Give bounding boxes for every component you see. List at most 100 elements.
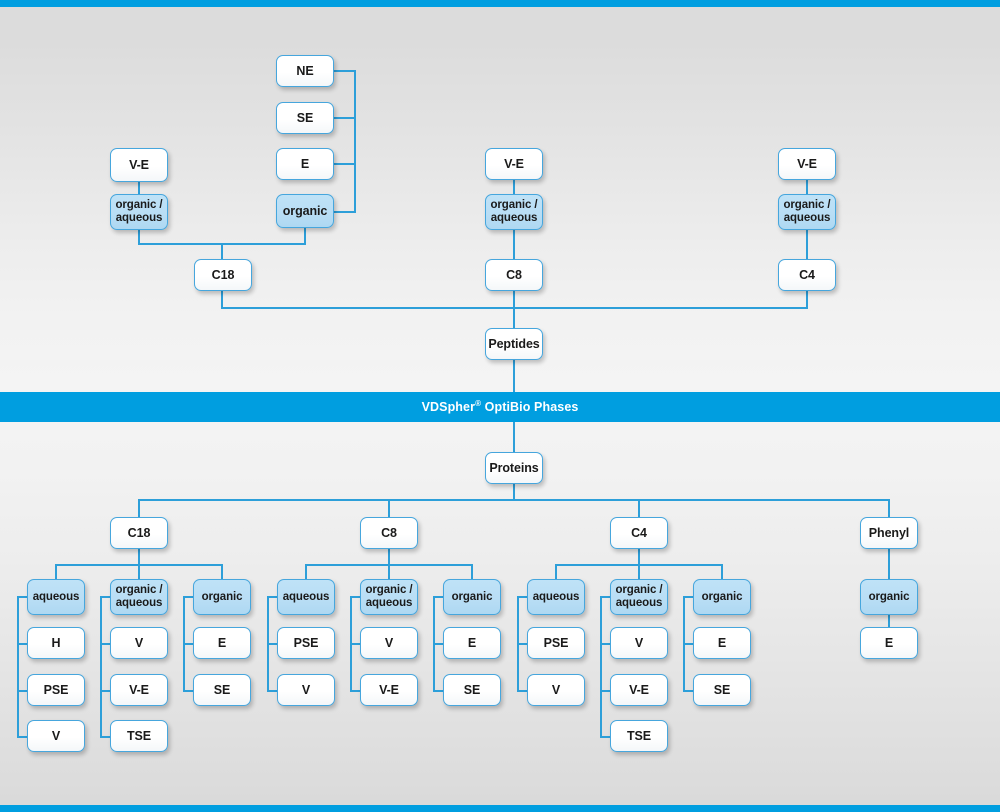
c4-o-stub-0 — [683, 596, 694, 598]
proteins-c4-organic-leaf-se[interactable]: SE — [693, 674, 751, 706]
proteins-chain-c18[interactable]: C18 — [110, 517, 168, 549]
c4-oa-stub-2 — [600, 690, 611, 692]
peptides-chain-c4[interactable]: C4 — [778, 259, 836, 291]
mode-label-line1: organic / — [783, 199, 831, 212]
proteins-c4-organicaq-leaf-tse[interactable]: TSE — [610, 720, 668, 752]
c18-oa-bus — [100, 596, 102, 737]
top-accent-bar — [0, 0, 1000, 7]
registered-mark: ® — [475, 398, 482, 408]
drop-c8-to-bus — [513, 291, 515, 308]
proteins-c18-mode-organic[interactable]: organic — [193, 579, 251, 615]
peptides-chain-c8[interactable]: C8 — [485, 259, 543, 291]
mode-label-line2: aqueous — [365, 597, 413, 609]
peptides-c8-organic-aqueous[interactable]: organic / aqueous — [485, 194, 543, 230]
c18-aq-stub-3 — [17, 736, 28, 738]
proteins-c18-aqueous-leaf-pse[interactable]: PSE — [27, 674, 85, 706]
proteins-c8-mode-aqueous[interactable]: aqueous — [277, 579, 335, 615]
c4-to-organicaq — [638, 564, 640, 580]
peptides-c18-aq-top-ve[interactable]: V-E — [110, 148, 168, 182]
proteins-c18-organic-leaf-se[interactable]: SE — [193, 674, 251, 706]
proteins-c18-mode-organic-aqueous[interactable]: organic / aqueous — [110, 579, 168, 615]
phenyl-to-organic — [888, 549, 890, 579]
proteins-c18-aqueous-leaf-v[interactable]: V — [27, 720, 85, 752]
c18-down — [138, 549, 140, 565]
peptides-c18-organic-leaf-se[interactable]: SE — [276, 102, 334, 134]
peptides-c4-top-ve[interactable]: V-E — [778, 148, 836, 180]
proteins-phenyl-organic-leaf-e[interactable]: E — [860, 627, 918, 659]
proteins-root[interactable]: Proteins — [485, 452, 543, 484]
peptides-root[interactable]: Peptides — [485, 328, 543, 360]
c8-oa-stub-1 — [350, 643, 361, 645]
proteins-c8-organicaq-leaf-ve[interactable]: V-E — [360, 674, 418, 706]
drop-to-c8 — [388, 499, 390, 518]
proteins-c4-aqueous-leaf-v[interactable]: V — [527, 674, 585, 706]
c8-down — [388, 549, 390, 565]
peptides-c18-organic-leaf-e[interactable]: E — [276, 148, 334, 180]
proteins-c18-organicaq-leaf-tse[interactable]: TSE — [110, 720, 168, 752]
proteins-c8-mode-organic[interactable]: organic — [443, 579, 501, 615]
connector-organicaq-down-c18 — [138, 230, 140, 244]
peptides-c18-organic[interactable]: organic — [276, 194, 334, 228]
connector-banner-to-proteins — [513, 422, 515, 452]
mode-label-line1: organic / — [615, 584, 663, 597]
proteins-phenyl-mode-organic[interactable]: organic — [860, 579, 918, 615]
c18-to-organic — [221, 564, 223, 580]
connector-join-to-c18 — [221, 243, 223, 259]
proteins-chain-phenyl[interactable]: Phenyl — [860, 517, 918, 549]
proteins-c4-organicaq-leaf-ve[interactable]: V-E — [610, 674, 668, 706]
proteins-c8-aqueous-leaf-v[interactable]: V — [277, 674, 335, 706]
c18-aq-stub-1 — [17, 643, 28, 645]
proteins-c8-organic-leaf-se[interactable]: SE — [443, 674, 501, 706]
proteins-chain-c8[interactable]: C8 — [360, 517, 418, 549]
c4-aq-stub-1 — [517, 643, 528, 645]
drop-c18-to-bus — [221, 291, 223, 308]
proteins-c4-organic-leaf-e[interactable]: E — [693, 627, 751, 659]
proteins-c18-organicaq-leaf-v[interactable]: V — [110, 627, 168, 659]
stub-se — [334, 117, 356, 119]
stub-e — [334, 163, 356, 165]
proteins-c4-mode-organic-aqueous[interactable]: organic / aqueous — [610, 579, 668, 615]
connector-bus-to-peptides — [513, 307, 515, 328]
proteins-c18-aqueous-leaf-h[interactable]: H — [27, 627, 85, 659]
c18-o-stub-1 — [183, 643, 194, 645]
phenyl-organic-to-e — [888, 615, 890, 627]
mode-label-line2: aqueous — [115, 597, 163, 609]
c18-oa-stub-0 — [100, 596, 111, 598]
peptides-c18-organic-leaf-ne[interactable]: NE — [276, 55, 334, 87]
proteins-c8-aqueous-leaf-pse[interactable]: PSE — [277, 627, 335, 659]
mode-label-line2: aqueous — [115, 212, 163, 224]
proteins-c18-organic-leaf-e[interactable]: E — [193, 627, 251, 659]
c18-aq-bus — [17, 596, 19, 737]
c18-oa-stub-2 — [100, 690, 111, 692]
proteins-c18-mode-aqueous[interactable]: aqueous — [27, 579, 85, 615]
mode-label-line1: organic / — [365, 584, 413, 597]
connector-ve-to-organicaq-c4 — [806, 180, 808, 194]
peptides-chain-c18[interactable]: C18 — [194, 259, 252, 291]
proteins-c4-mode-aqueous[interactable]: aqueous — [527, 579, 585, 615]
drop-c4-to-bus — [806, 291, 808, 308]
proteins-c4-mode-organic[interactable]: organic — [693, 579, 751, 615]
proteins-c4-aqueous-leaf-pse[interactable]: PSE — [527, 627, 585, 659]
c8-to-organic — [471, 564, 473, 580]
proteins-chain-c4[interactable]: C4 — [610, 517, 668, 549]
proteins-c8-organic-leaf-e[interactable]: E — [443, 627, 501, 659]
mode-label-line2: aqueous — [615, 597, 663, 609]
connector-peptides-to-banner — [513, 360, 515, 394]
c18-o-stub-2 — [183, 690, 194, 692]
c18-to-aqueous — [55, 564, 57, 580]
c4-oa-stub-1 — [600, 643, 611, 645]
stub-organic — [334, 211, 356, 213]
proteins-c8-mode-organic-aqueous[interactable]: organic / aqueous — [360, 579, 418, 615]
proteins-c8-organicaq-leaf-v[interactable]: V — [360, 627, 418, 659]
banner-text: VDSpher® OptiBio Phases — [421, 398, 579, 414]
peptides-c8-top-ve[interactable]: V-E — [485, 148, 543, 180]
c8-o-stub-1 — [433, 643, 444, 645]
proteins-c18-organicaq-leaf-ve[interactable]: V-E — [110, 674, 168, 706]
peptides-c4-organic-aqueous[interactable]: organic / aqueous — [778, 194, 836, 230]
proteins-c4-organicaq-leaf-v[interactable]: V — [610, 627, 668, 659]
drop-to-c18 — [138, 499, 140, 518]
c18-o-stub-0 — [183, 596, 194, 598]
section-banner: VDSpher® OptiBio Phases — [0, 392, 1000, 422]
peptides-c18-organic-aqueous[interactable]: organic / aqueous — [110, 194, 168, 230]
